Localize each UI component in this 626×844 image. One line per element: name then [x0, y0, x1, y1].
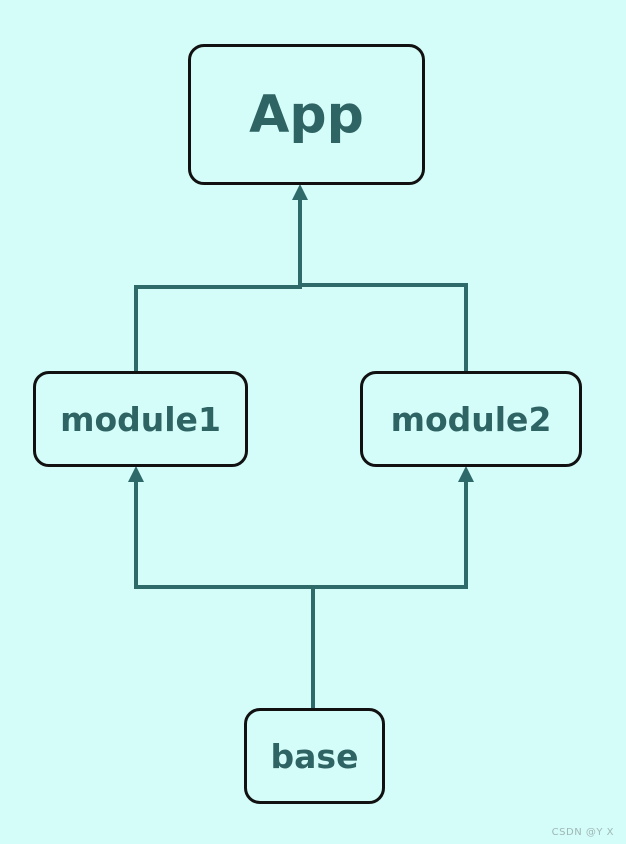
node-app: App: [188, 44, 425, 185]
watermark: CSDN @Y X: [551, 827, 614, 838]
node-base: base: [244, 708, 385, 804]
node-base-label: base: [270, 736, 359, 776]
node-module1: module1: [33, 371, 248, 467]
node-app-label: App: [249, 84, 364, 145]
edge-module2-to-app: [300, 283, 468, 371]
edge-base-to-module1: [134, 480, 315, 708]
node-module2: module2: [360, 371, 582, 467]
arrowhead-module2: [458, 466, 474, 482]
edge-base-to-module2: [313, 480, 468, 589]
arrowhead-module1: [128, 466, 144, 482]
node-module2-label: module2: [390, 399, 552, 439]
arrowhead-app: [292, 184, 308, 200]
edge-module1-to-app: [134, 198, 302, 371]
node-module1-label: module1: [60, 399, 221, 439]
